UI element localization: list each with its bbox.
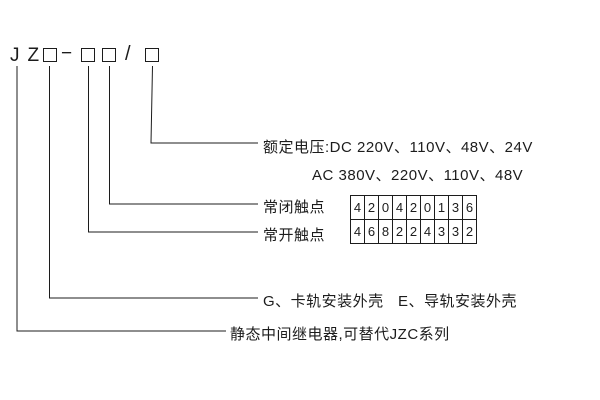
- no-cell: 6: [365, 220, 379, 244]
- no-cell: 3: [449, 220, 463, 244]
- no-cell: 8: [379, 220, 393, 244]
- nc-cell: 6: [463, 196, 477, 220]
- no-cell: 4: [421, 220, 435, 244]
- no-cell: 2: [407, 220, 421, 244]
- nc-cell: 1: [435, 196, 449, 220]
- no-cell: 2: [393, 220, 407, 244]
- line-to-series: [16, 66, 226, 332]
- shell-option-g-label: G、卡轨安装外壳: [263, 293, 384, 310]
- model-slash: /: [125, 43, 131, 65]
- nc-cell: 0: [421, 196, 435, 220]
- nc-cell: 4: [393, 196, 407, 220]
- nc-cell: 0: [379, 196, 393, 220]
- nc-cell: 2: [407, 196, 421, 220]
- series-description-label: 静态中间继电器,可替代JZC系列: [230, 326, 450, 343]
- no-contacts-label: 常开触点: [263, 227, 326, 244]
- model-box-nc-contacts: [102, 48, 116, 62]
- no-cell: 3: [435, 220, 449, 244]
- nc-cell: 2: [365, 196, 379, 220]
- model-prefix: JZ: [10, 45, 48, 66]
- line-to-no-contacts: [88, 66, 258, 233]
- rated-voltage-line1: 额定电压:DC 220V、110V、48V、24V: [263, 139, 533, 156]
- nc-contacts-label: 常闭触点: [263, 199, 326, 216]
- shell-option-e-label: E、导轨安装外壳: [398, 293, 518, 310]
- model-box-no-contacts: [81, 48, 95, 62]
- model-box-shell: [43, 48, 57, 62]
- line-to-nc-contacts: [109, 66, 258, 205]
- rated-voltage-line2: AC 380V、220V、110V、48V: [312, 167, 524, 184]
- nc-cell: 3: [449, 196, 463, 220]
- line-to-shell: [49, 66, 258, 299]
- model-dash: −: [61, 43, 73, 64]
- nc-cell: 4: [351, 196, 365, 220]
- line-to-voltage: [150, 65, 258, 144]
- model-box-voltage: [145, 48, 159, 62]
- no-cell: 4: [351, 220, 365, 244]
- contact-counts-table: 4 2 0 4 2 0 1 3 6 4 6 8 2 2 4 3 3 2: [350, 195, 477, 244]
- no-cell: 2: [463, 220, 477, 244]
